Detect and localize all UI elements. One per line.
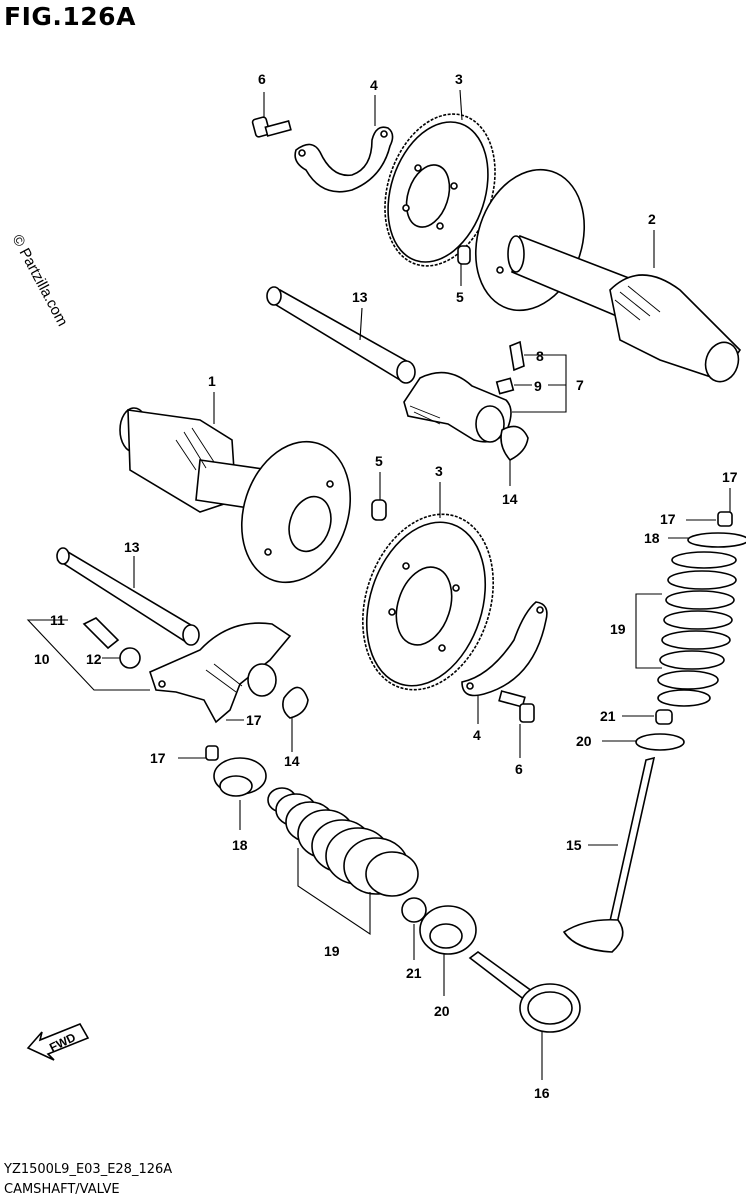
callout-11: 11: [50, 612, 65, 628]
bolt-6-middle: [498, 690, 535, 723]
cam-sprocket-3-top: [384, 113, 496, 267]
partzilla-watermark: © Partzilla.com: [8, 232, 70, 329]
figure-caption: CAMSHAFT/VALVE: [4, 1182, 120, 1197]
camshaft-1: [119, 407, 352, 584]
rocker-arm-10: [82, 617, 292, 724]
rocker-arm-7: [403, 340, 525, 443]
callout-6-middle: 6: [515, 761, 523, 777]
valve-spring-19-left: [267, 787, 419, 897]
callout-16: 16: [534, 1085, 550, 1101]
plate-4-top: [294, 126, 394, 193]
figure-title: FIG.126A: [4, 2, 136, 31]
callout-5-top: 5: [456, 289, 464, 305]
cam-chain-guide-14-bottom: [282, 686, 309, 719]
callout-4-top: 4: [370, 77, 378, 93]
dowel-pin-5-top: [457, 245, 471, 265]
callout-5-middle: 5: [375, 453, 383, 469]
bolt-6-top: [251, 116, 292, 138]
callout-21-right: 21: [600, 708, 616, 724]
camshaft-2: [474, 168, 742, 383]
callout-19-left: 19: [324, 943, 340, 959]
rocker-shaft-13-bottom: [56, 547, 200, 646]
callout-17-left: 17: [150, 750, 166, 766]
callout-20-right: 20: [576, 733, 592, 749]
callout-7: 7: [576, 377, 584, 393]
callout-19-right: 19: [610, 621, 626, 637]
callout-14-top: 14: [502, 491, 518, 507]
valve-spring-19-right: [657, 551, 737, 707]
callout-13-top: 13: [352, 289, 368, 305]
rocker-shaft-13-top: [266, 286, 416, 384]
cam-sprocket-3-middle: [362, 513, 494, 691]
callout-10: 10: [34, 651, 50, 667]
callout-13-bottom: 13: [124, 539, 140, 555]
fwd-direction-arrow: FWD: [26, 1022, 90, 1061]
callout-9: 9: [534, 378, 542, 394]
callout-2: 2: [648, 211, 656, 227]
callout-12: 12: [86, 651, 102, 667]
callout-20-left: 20: [434, 1003, 450, 1019]
plate-4-middle: [461, 601, 548, 697]
callout-numbers: 6 4 3 2 5 13 8 9 7 1 14 5 3 17 17 18 19 …: [34, 71, 738, 1101]
leader-lines: [26, 89, 731, 1080]
callout-17-right: 17: [660, 511, 676, 527]
callout-18-right: 18: [644, 530, 660, 546]
callout-6-top: 6: [258, 71, 266, 87]
callout-8: 8: [536, 348, 544, 364]
valve-assembly-right: [562, 511, 746, 953]
callout-15: 15: [566, 837, 582, 853]
callout-3-top: 3: [455, 71, 463, 87]
callout-17-left-top: 17: [246, 712, 262, 728]
callout-14-bottom: 14: [284, 753, 300, 769]
dowel-pin-5-middle: [371, 499, 387, 521]
cam-chain-guide-14-top: [500, 425, 529, 461]
figure-code: YZ1500L9_E03_E28_126A: [4, 1162, 173, 1177]
callout-17-right-top: 17: [722, 469, 738, 485]
valve-assembly-left: [205, 745, 581, 1033]
callout-1: 1: [208, 373, 216, 389]
callout-18-left: 18: [232, 837, 248, 853]
callout-3-middle: 3: [435, 463, 443, 479]
callout-4-middle: 4: [473, 727, 481, 743]
callout-21-left: 21: [406, 965, 422, 981]
